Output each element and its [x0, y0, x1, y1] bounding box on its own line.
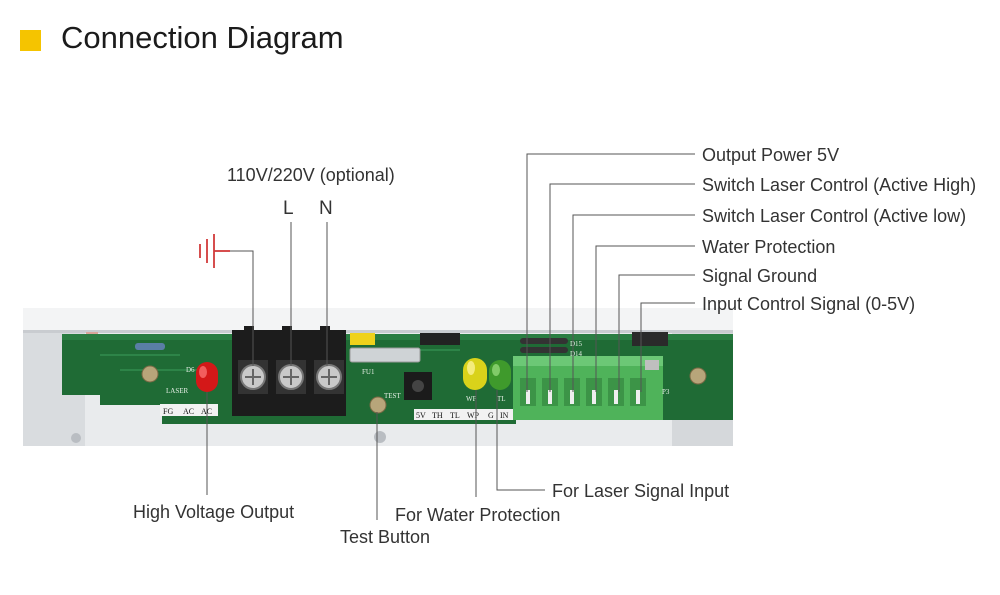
title-accent-square — [20, 30, 41, 51]
terminal-l-label: L — [283, 198, 294, 219]
laser-signal-led-green — [489, 360, 511, 390]
pin-label-tl: TL — [450, 411, 460, 420]
silk-d6: D6 — [186, 366, 195, 374]
silk-p3: P3 — [662, 388, 670, 396]
callout-test-button: Test Button — [340, 527, 431, 547]
callout-active-high: Switch Laser Control (Active High) — [702, 175, 977, 195]
pin-label-wp: WP — [467, 411, 480, 420]
callout-input-control: Input Control Signal (0-5V) — [702, 294, 916, 314]
pin-label-5v: 5V — [416, 411, 426, 420]
pin-label-g: G — [488, 411, 494, 420]
callout-water-protection-led: For Water Protection — [395, 505, 561, 525]
pin-label-th: TH — [432, 411, 443, 420]
callout-signal-ground: Signal Ground — [702, 266, 818, 286]
silk-fg: FG — [163, 407, 173, 416]
callout-active-low: Switch Laser Control (Active low) — [702, 206, 967, 226]
mains-terminal-block — [232, 326, 346, 416]
terminal-n-label: N — [319, 198, 333, 219]
leader-lines — [206, 153, 695, 520]
silk-fuse: FU1 — [362, 368, 375, 376]
pin-label-in: IN — [500, 411, 509, 420]
silk-pin-strip: 5V TH TL WP G IN — [416, 411, 509, 420]
silk-tl: TL — [497, 395, 506, 403]
callout-output-power: Output Power 5V — [702, 145, 840, 165]
callout-water-protection: Water Protection — [702, 237, 836, 257]
silk-hv-strip: FG AC AC — [163, 407, 212, 416]
signal-connector — [513, 356, 663, 420]
water-protection-led-yellow — [463, 358, 487, 390]
callout-laser-signal: For Laser Signal Input — [552, 481, 730, 501]
power-input-label: 110V/220V (optional) — [227, 165, 395, 185]
silk-d15: D15 — [570, 340, 583, 348]
silk-ac-1: AC — [183, 407, 194, 416]
silk-wp: WP — [466, 395, 477, 403]
silk-d14: D14 — [570, 350, 583, 358]
silk-laser: LASER — [166, 387, 189, 395]
callout-high-voltage: High Voltage Output — [133, 502, 295, 522]
page-title: Connection Diagram — [61, 20, 344, 55]
laser-led-red — [196, 362, 218, 392]
earth-ground-icon — [199, 234, 230, 268]
silk-test: TEST — [384, 392, 401, 400]
